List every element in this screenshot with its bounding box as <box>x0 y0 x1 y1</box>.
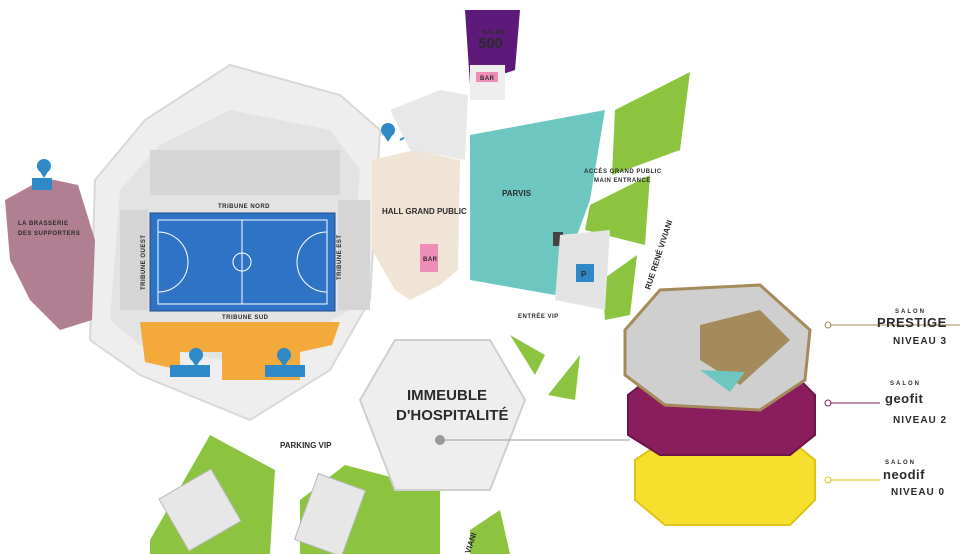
bar-label-hall: BAR <box>423 257 438 263</box>
parking-slots <box>158 468 367 554</box>
green-area-2 <box>585 175 650 245</box>
legend-geofit-level-visible: NIVEAU 2 <box>893 415 947 426</box>
entree-vip-label: ENTRÉE VIP <box>518 312 559 320</box>
tribune-est-label: TRIBUNE EST <box>337 234 343 280</box>
tribune-ouest-label: TRIBUNE OUEST <box>141 234 147 290</box>
corridor <box>390 90 468 160</box>
legend-prestige-name: PRESTIGE <box>877 315 947 330</box>
parking-vip-label: PARKING VIP <box>280 441 332 450</box>
salon-500-small-label: SALON <box>482 30 506 36</box>
legend-neodif-name: neodif <box>883 467 925 482</box>
hall-label: HALL GRAND PUBLIC <box>382 207 467 216</box>
salon-500-annex <box>470 65 505 100</box>
parking-sign-label: P <box>581 270 587 279</box>
immeuble-label-1: IMMEUBLE <box>407 387 487 404</box>
legend-geofit-name: geofit <box>885 391 924 406</box>
green-area-1 <box>612 72 690 175</box>
legend-prestige-small: SALON <box>895 309 926 315</box>
brasserie-label-1: LA BRASSERIE <box>18 221 68 227</box>
parvis-dark-mark <box>553 232 563 246</box>
access-area-south-1 <box>170 365 210 377</box>
rue-label: RUE RENÉ VIVIANI <box>643 219 674 291</box>
brasserie-area <box>5 178 95 330</box>
legend-neodif-small: SALON <box>885 460 916 466</box>
immeuble-hospitalite <box>358 339 527 491</box>
accessibility-pin-icon <box>37 123 395 367</box>
acces-label-2: MAIN ENTRANCE <box>594 178 651 184</box>
immeuble-label-2: D'HOSPITALITÉ <box>396 407 508 424</box>
immeuble-dot <box>435 435 445 445</box>
access-area-south-2 <box>265 365 305 377</box>
bar-label-salon-500: BAR <box>480 76 495 82</box>
legend-connectors <box>824 321 960 484</box>
prestige-teal-area <box>700 370 745 392</box>
acces-label-1: ACCÈS GRAND PUBLIC <box>584 167 662 175</box>
tribune-sud-label: TRIBUNE SUD <box>222 315 269 321</box>
parvis-label: PARVIS <box>502 189 532 198</box>
green-area-5 <box>548 355 580 400</box>
brasserie-label-2: DES SUPPORTERS <box>18 231 80 237</box>
legend-neodif-level: NIVEAU 0 <box>891 487 945 498</box>
legend-prestige-level: NIVEAU 3 <box>893 336 947 347</box>
hall-area <box>372 150 460 300</box>
legend-geofit-small: SALON <box>890 381 921 387</box>
parking-sign-bg <box>576 264 594 282</box>
access-area-west <box>32 178 52 190</box>
stand-east <box>338 200 370 310</box>
prestige-salon-area <box>700 310 790 385</box>
green-area-4 <box>510 335 545 375</box>
bar-hall <box>420 244 438 272</box>
court-left-arc <box>157 231 189 293</box>
stand-west <box>120 210 148 310</box>
tribune-nord-label: TRIBUNE NORD <box>218 204 270 210</box>
stand-north <box>150 150 340 195</box>
salon-500-big-label: 500 <box>478 35 503 52</box>
green-area-8 <box>470 510 510 554</box>
bar-salon-500 <box>476 72 498 82</box>
court-right-arc <box>296 231 328 293</box>
green-area-3 <box>602 255 637 320</box>
court-center-circle <box>232 252 252 272</box>
